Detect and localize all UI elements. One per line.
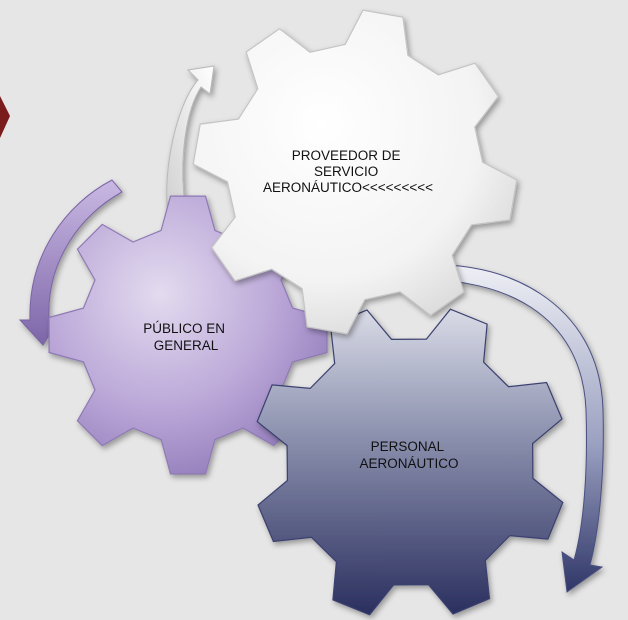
label-proveedor: PROVEEDOR DE SERVICIO AERONÁUTICO<<<<<<<… (263, 148, 433, 195)
label-proveedor-line-3: AERONÁUTICO<<<<<<<<< (263, 180, 433, 195)
label-proveedor-line-2: SERVICIO (314, 164, 378, 179)
curved-arrow-white (166, 65, 215, 214)
label-personal-line-2: AERONÁUTICO (359, 456, 458, 471)
label-personal-line-1: PERSONAL (371, 439, 445, 454)
edge-marker-shape (0, 96, 10, 138)
label-personal: PERSONAL AERONÁUTICO (359, 439, 458, 471)
gear-personal-aeronautico (256, 308, 564, 616)
curved-arrow-purple (18, 179, 123, 346)
label-publico: PÚBLICO EN GENERAL (143, 321, 229, 353)
curved-arrow-navy (417, 264, 604, 593)
label-publico-line-2: GENERAL (154, 338, 219, 353)
label-proveedor-line-1: PROVEEDOR DE (292, 148, 401, 163)
gear-proveedor-servicio (192, 9, 518, 335)
label-publico-line-1: PÚBLICO EN (143, 321, 225, 336)
